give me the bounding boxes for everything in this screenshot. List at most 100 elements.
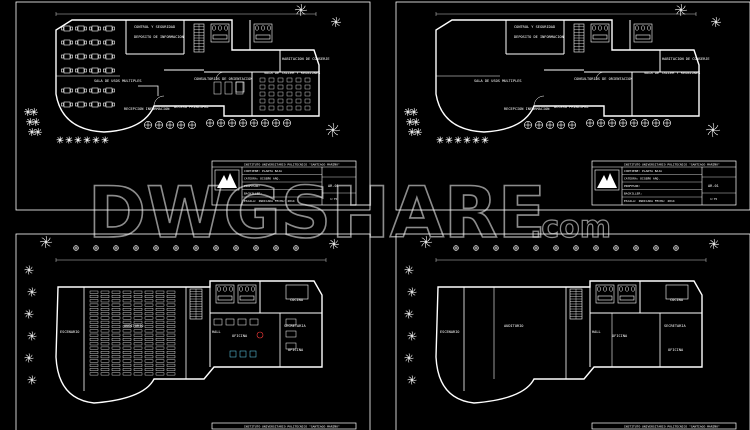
- auditorium-seat: [111, 355, 121, 359]
- auditorium-seat: [122, 325, 132, 328]
- title-block-row: CATEDRA: DISEÑO ARQ.: [624, 176, 660, 181]
- shrub-icon: [524, 121, 532, 129]
- chair: [112, 40, 115, 45]
- table-top: [91, 53, 99, 60]
- auditorium-seat: [133, 355, 143, 359]
- auditorium-seat: [144, 363, 154, 367]
- room-label-cocina: COCINA: [670, 298, 684, 302]
- chair: [70, 26, 73, 31]
- chair: [61, 54, 64, 59]
- toilet-icon: [604, 25, 608, 31]
- shrub-icon: [663, 119, 671, 127]
- seat: [277, 84, 284, 90]
- table-with-chairs: [103, 87, 115, 94]
- table-with-chairs: [103, 39, 115, 46]
- title-block-institute: INSTITUTO UNIVERSITARIO POLITECNICO "SAN…: [624, 423, 720, 428]
- auditorium-seat: [100, 355, 110, 359]
- table-with-chairs: [103, 101, 115, 108]
- palm-trunk: [35, 121, 37, 123]
- chair: [89, 68, 92, 73]
- auditorium-seat: [166, 320, 176, 324]
- shrub-icon: [93, 245, 99, 251]
- palm-tree-icon: [708, 238, 720, 250]
- seat: [286, 77, 293, 83]
- room-label-consultorios: CONSULTORIOS DE ORIENTACION: [574, 77, 632, 81]
- palm-tree-icon: [24, 265, 34, 275]
- palm-trunk: [33, 111, 35, 113]
- chair: [89, 102, 92, 107]
- shrub-icon: [153, 245, 159, 251]
- toilet-icon: [603, 286, 607, 292]
- table-with-chairs: [61, 67, 73, 74]
- auditorium-seat: [111, 338, 121, 341]
- floor-plan: AUDITORIOESCENARIOCOCINASECRETARIAOFICIN…: [55, 280, 323, 404]
- planter: [256, 331, 264, 339]
- toilet-icon: [597, 286, 601, 292]
- table-top: [105, 101, 113, 108]
- auditorium-seat: [111, 320, 121, 324]
- auditorium-seat: [155, 299, 165, 303]
- table-with-chairs: [75, 67, 87, 74]
- exterior-wall: [435, 19, 700, 133]
- room-label-auditorio: AUDITORIO: [504, 324, 523, 328]
- auditorium-seat: [155, 333, 165, 337]
- auditorium-seat: [155, 346, 165, 350]
- auditorium-seat: [89, 290, 99, 294]
- title-block-row: ESCALA: INDICADA FECHA: 2014: [244, 199, 295, 203]
- shrub-icon: [206, 119, 214, 127]
- room-label-auditorio: AUDITORIO: [124, 324, 143, 328]
- shrub-icon: [557, 121, 565, 129]
- seat: [277, 77, 284, 83]
- logo-mark: [597, 173, 617, 188]
- palm-trunk: [335, 21, 337, 23]
- table-top: [105, 87, 113, 94]
- chair: [103, 26, 106, 31]
- shrub-icon: [253, 245, 259, 251]
- chair: [112, 68, 115, 73]
- auditorium-seat: [166, 355, 176, 359]
- auditorium-seat: [155, 312, 165, 316]
- auditorium-seat: [89, 299, 99, 303]
- auditorium-seat: [122, 342, 132, 346]
- exterior-wall: [55, 19, 320, 133]
- shrub-icon: [535, 121, 543, 129]
- table-top: [77, 101, 85, 108]
- table-with-chairs: [61, 39, 73, 46]
- chair: [98, 26, 101, 31]
- chair: [103, 40, 106, 45]
- auditorium-seat: [144, 316, 154, 320]
- table-with-chairs: [89, 67, 101, 74]
- auditorium-seat: [100, 338, 110, 341]
- room-label-escenario: ESCENARIO: [440, 330, 459, 334]
- table-top: [91, 67, 99, 74]
- room-label-cocina: COCINA: [290, 298, 304, 302]
- chair: [75, 54, 78, 59]
- shrub-icon: [573, 245, 579, 251]
- vanity: [635, 34, 651, 40]
- restroom-outline: [590, 23, 610, 43]
- chair: [70, 102, 73, 107]
- auditorium-seat: [166, 303, 176, 307]
- table-top: [63, 87, 71, 94]
- office-desk: [249, 318, 259, 326]
- auditorium-seat: [100, 372, 110, 376]
- palm-tree-icon: [404, 353, 414, 363]
- auditorium-seat: [100, 308, 110, 311]
- auditorium-seat: [133, 295, 143, 298]
- vanity: [619, 295, 635, 301]
- shrub-icon: [568, 121, 576, 129]
- palm-trunk: [415, 121, 417, 123]
- palm-trunk: [425, 241, 427, 243]
- restroom-fixtures: [210, 23, 230, 43]
- palm-tree-icon: [419, 235, 433, 249]
- auditorium-seat: [89, 303, 99, 307]
- table-top: [105, 67, 113, 74]
- auditorium-seat: [144, 325, 154, 328]
- seat: [259, 91, 266, 97]
- auditorium-seat: [133, 351, 143, 354]
- title-block-frame: [211, 422, 357, 430]
- auditorium-seat: [89, 355, 99, 359]
- shrub-icon: [641, 119, 649, 127]
